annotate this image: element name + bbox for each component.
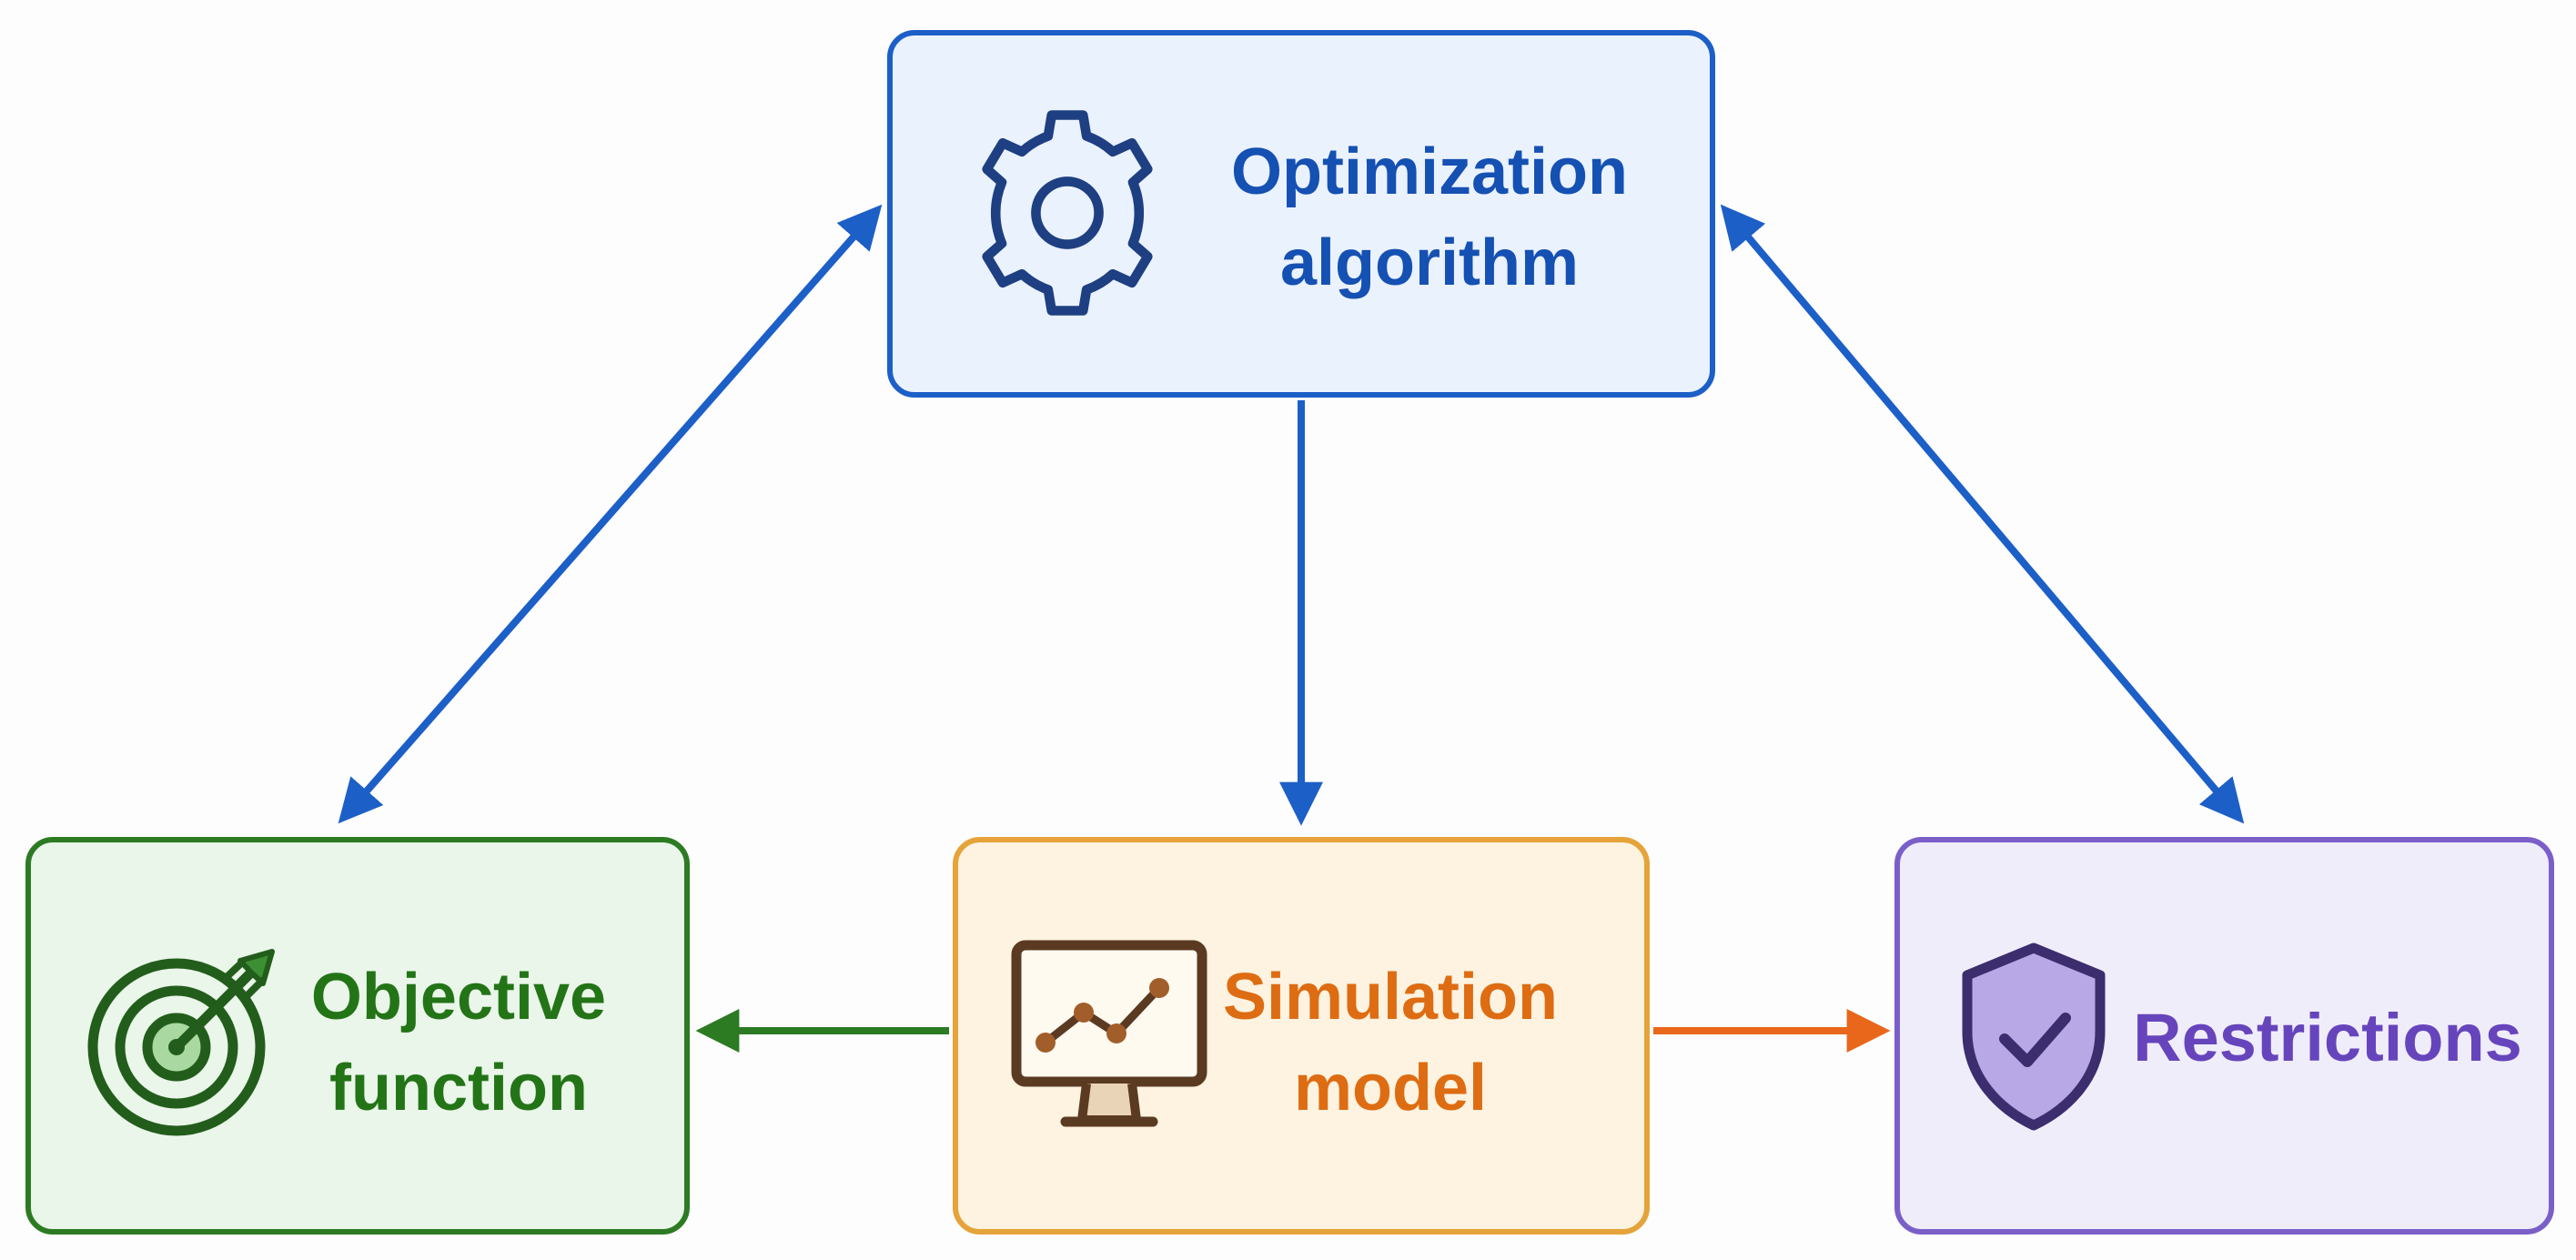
monitor-chart-icon xyxy=(1011,940,1207,1127)
arrow-optimization-objective xyxy=(338,204,883,824)
simulation-label-line1: Simulation xyxy=(1222,961,1558,1033)
simulation-label-line2: model xyxy=(1293,1052,1488,1124)
objective-label-line1: Objective xyxy=(310,961,607,1033)
objective-function-node: Objective function xyxy=(25,837,690,1235)
gear-icon xyxy=(982,110,1153,316)
simulation-model-node: Simulation model xyxy=(953,837,1650,1235)
target-icon xyxy=(87,949,275,1136)
objective-label-line2: function xyxy=(329,1052,588,1124)
optimization-label-line2: algorithm xyxy=(1279,227,1579,299)
optimization-algorithm-node: Optimization algorithm xyxy=(887,30,1715,398)
restrictions-label: Restrictions xyxy=(2133,1000,2522,1075)
simulation-model-label: Simulation model xyxy=(1204,952,1577,1134)
shield-check-icon xyxy=(1962,942,2106,1131)
arrow-optimization-restrictions xyxy=(1720,204,2245,824)
optimization-algorithm-label: Optimization algorithm xyxy=(1202,126,1657,308)
optimization-label-line1: Optimization xyxy=(1231,136,1628,208)
objective-function-label: Objective function xyxy=(304,952,613,1134)
restrictions-node: Restrictions xyxy=(1894,837,2554,1235)
